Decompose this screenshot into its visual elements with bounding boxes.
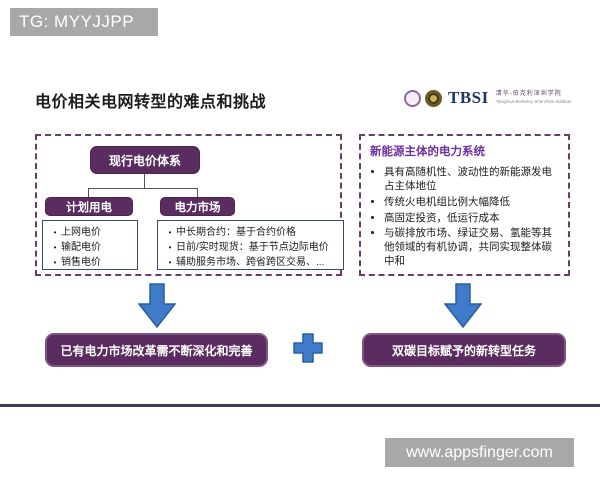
logo-name-en: Tsinghua-Berkeley Shenzhen Institute xyxy=(495,98,572,105)
tsinghua-seal-icon xyxy=(404,89,421,107)
list-item-text: 输配电价 xyxy=(61,242,101,254)
list-item: • 辅助服务市场、跨省跨区交易、... xyxy=(164,255,343,270)
current-price-system-panel: 现行电价体系 计划用电 • 上网电价 • 输配电价 • 销售电价 电力市场 • 中长期合… xyxy=(35,134,344,276)
list-item: • 上网电价 xyxy=(49,225,137,240)
new-energy-feature-list: 具有高随机性、波动性的新能源发电占主体地位 传统火电机组比例大幅降低 高固定投资… xyxy=(370,166,559,269)
bullet-icon: • xyxy=(53,243,57,253)
logo-name-cn: 清华-伯克利深圳学院 xyxy=(495,91,562,98)
list-item: • 日前/实时现货：基于节点边际电价 xyxy=(164,240,343,255)
plus-icon xyxy=(293,333,323,363)
connector-line xyxy=(144,174,145,188)
list-item: • 输配电价 xyxy=(49,240,137,255)
list-item: 传统火电机组比例大幅降低 xyxy=(384,196,559,210)
list-item: 与碳排放市场、绿证交易、氢能等其他领域的有机协调，共同实现整体碳中和 xyxy=(384,227,559,269)
branch-node-planned-power: 计划用电 xyxy=(45,197,133,216)
connector-line xyxy=(88,188,198,189)
telegram-watermark: TG: MYYJJPP xyxy=(10,8,158,36)
new-energy-system-panel: 新能源主体的电力系统 具有高随机性、波动性的新能源发电占主体地位 传统火电机组比… xyxy=(359,134,570,276)
site-watermark-text: www.appsfinger.com xyxy=(406,443,553,461)
list-item: 高固定投资，低运行成本 xyxy=(384,212,559,226)
connector-line xyxy=(197,188,198,197)
bullet-icon: • xyxy=(168,258,172,268)
list-item: 具有高随机性、波动性的新能源发电占主体地位 xyxy=(384,166,559,194)
power-market-list: • 中长期合约：基于合约价格 • 日前/实时现货：基于节点边际电价 • 辅助服务市场、… xyxy=(157,220,344,270)
conclusion-box-market-reform: 已有电力市场改革需不断深化和完善 xyxy=(45,333,268,367)
bullet-icon: • xyxy=(168,228,172,237)
conclusion-box-dual-carbon: 双碳目标赋予的新转型任务 xyxy=(362,333,566,367)
bullet-icon: • xyxy=(53,228,57,237)
down-arrow-icon xyxy=(444,283,482,328)
list-item-text: 中长期合约：基于合约价格 xyxy=(176,227,296,238)
logo-acronym: TBSI xyxy=(448,88,489,107)
berkeley-seal-icon xyxy=(425,89,442,107)
root-node-current-price-system: 现行电价体系 xyxy=(90,146,200,174)
tbsi-logo: TBSI 清华-伯克利深圳学院 Tsinghua-Berkeley Shenzh… xyxy=(404,88,580,108)
bullet-icon: • xyxy=(168,243,172,253)
site-watermark: www.appsfinger.com xyxy=(385,438,574,467)
list-item-text: 销售电价 xyxy=(61,257,101,269)
bullet-icon: • xyxy=(53,258,57,268)
list-item-text: 辅助服务市场、跨省跨区交易、... xyxy=(176,257,325,269)
telegram-watermark-text: TG: MYYJJPP xyxy=(19,12,135,31)
slide-footer-line xyxy=(0,404,600,407)
list-item: • 销售电价 xyxy=(49,255,137,270)
list-item-text: 日前/实时现货：基于节点边际电价 xyxy=(176,242,329,254)
planned-power-list: • 上网电价 • 输配电价 • 销售电价 xyxy=(42,220,138,270)
logo-names: 清华-伯克利深圳学院 Tsinghua-Berkeley Shenzhen In… xyxy=(496,91,580,105)
list-item: • 中长期合约：基于合约价格 xyxy=(164,225,343,240)
list-item-text: 上网电价 xyxy=(61,227,101,238)
branch-node-power-market: 电力市场 xyxy=(160,197,235,216)
page-title: 电价相关电网转型的难点和挑战 xyxy=(35,94,267,111)
down-arrow-icon xyxy=(138,283,176,328)
new-energy-panel-title: 新能源主体的电力系统 xyxy=(370,146,485,158)
connector-line xyxy=(88,188,89,197)
